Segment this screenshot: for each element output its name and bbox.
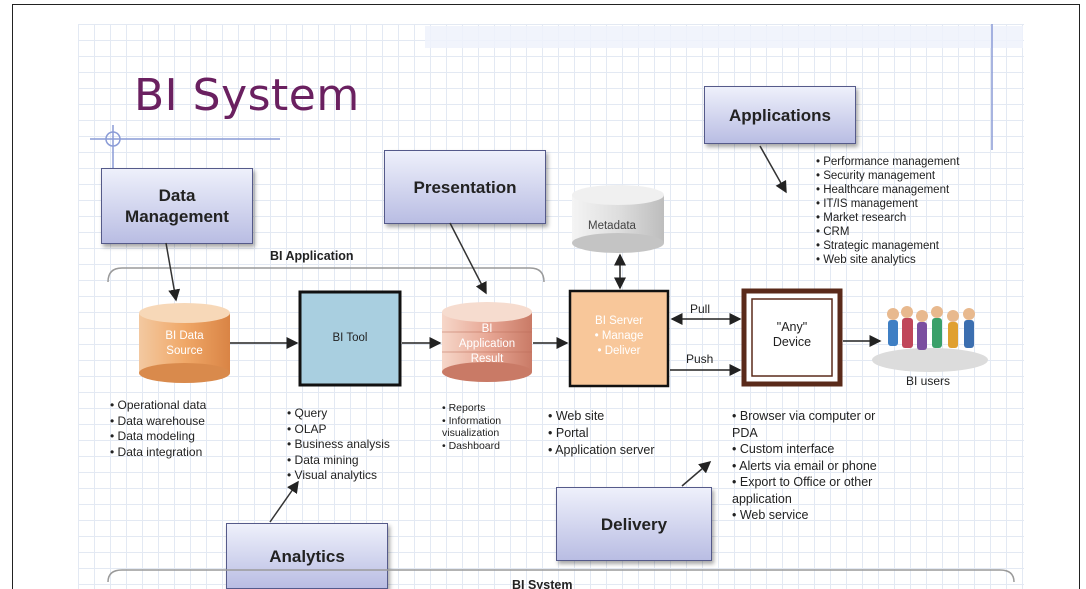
callout-data-management-label: Data Management: [125, 186, 229, 226]
bi-tool-list-item: Business analysis: [287, 437, 390, 453]
bi-tool-box: [298, 290, 402, 387]
pointer-data-management: [165, 242, 181, 302]
pointer-delivery: [681, 461, 712, 487]
applications-list-item: CRM: [816, 225, 959, 239]
data-source-line1: BI Data: [165, 330, 204, 342]
server-line1: BI Server: [595, 315, 643, 327]
result-line3: Result: [470, 353, 504, 365]
applications-list-item: IT/IS management: [816, 197, 959, 211]
callout-presentation-label: Presentation: [413, 177, 517, 197]
bi-tool-list-item: OLAP: [287, 422, 390, 438]
result-list-item: Reports: [442, 402, 516, 415]
callout-applications-label: Applications: [728, 105, 831, 125]
applications-list: Performance managementSecurity managemen…: [816, 155, 959, 267]
device-list: Browser via computer or PDACustom interf…: [732, 408, 882, 524]
bi-application-bracket: [107, 267, 545, 283]
bi-tool-list-item: Data mining: [287, 453, 390, 469]
callout-analytics: Analytics: [226, 523, 388, 589]
data-source-list-item: Data warehouse: [110, 414, 206, 430]
server-list-item: Portal: [548, 425, 655, 442]
page-title: BI System: [134, 70, 360, 121]
applications-list-item: Market research: [816, 211, 959, 225]
bi-system-label: BI System: [512, 578, 573, 589]
data-source-list-item: Operational data: [110, 398, 207, 414]
bi-tool-list: QueryOLAPBusiness analysisData miningVis…: [287, 406, 390, 484]
metadata-label: Metadata: [588, 220, 636, 232]
device-list-item: Browser via computer or PDA: [732, 408, 882, 441]
device-list-item: Custom interface: [732, 441, 882, 458]
pointer-analytics: [269, 480, 299, 523]
bi-tool-list-item: Query: [287, 406, 390, 422]
result-label: BI Application Result: [440, 322, 534, 367]
device-box: [741, 288, 843, 387]
server-list-item: Application server: [548, 442, 654, 459]
bi-tool-list-item: Visual analytics: [287, 468, 390, 484]
result-list-item: Dashboard: [442, 440, 516, 453]
header-band: [425, 26, 1023, 48]
push-label: Push: [686, 352, 714, 366]
users-label: BI users: [906, 374, 951, 388]
bi-server-box: [568, 289, 670, 388]
applications-list-item: Performance management: [816, 155, 959, 169]
callout-delivery: Delivery: [556, 487, 712, 561]
result-line2: Application: [458, 338, 516, 350]
applications-list-item: Strategic management: [816, 239, 959, 253]
image-frame: [12, 4, 1080, 589]
server-list: Web sitePortalApplication server: [548, 408, 655, 459]
server-line2: • Manage: [594, 330, 644, 342]
device-list-item: Web service: [732, 507, 882, 524]
data-source-list-item: Data modeling: [110, 429, 206, 445]
pointer-applications: [759, 145, 787, 194]
callout-data-management: Data Management: [101, 168, 253, 244]
device-line1: "Any": [776, 320, 808, 334]
bi-tool-label: BI Tool: [332, 332, 368, 344]
result-list: ReportsInformation visualizationDashboar…: [442, 402, 516, 452]
bi-system-bracket: [107, 569, 1015, 583]
applications-list-item: Web site analytics: [816, 253, 959, 267]
data-source-label: BI Data Source: [139, 329, 230, 359]
data-source-list-item: Data integration: [110, 445, 206, 461]
pull-label: Pull: [690, 302, 711, 316]
callout-presentation: Presentation: [384, 150, 546, 224]
users-illustration: [872, 306, 988, 372]
server-line3: • Deliver: [597, 345, 641, 357]
server-label: BI Server • Manage • Deliver: [570, 314, 668, 359]
device-label: "Any" Device: [744, 320, 840, 350]
callout-delivery-label: Delivery: [600, 514, 668, 534]
result-cylinder: [442, 302, 532, 382]
device-list-item: Alerts via email or phone: [732, 458, 882, 475]
device-list-item: Export to Office or other application: [732, 474, 882, 507]
applications-list-item: Healthcare management: [816, 183, 959, 197]
metadata-cylinder: [572, 185, 664, 253]
data-source-list: Operational dataData warehouseData model…: [110, 398, 207, 461]
server-list-item: Web site: [548, 408, 655, 425]
bi-application-label: BI Application: [270, 249, 354, 263]
callout-analytics-label: Analytics: [269, 546, 345, 566]
result-list-item: Information visualization: [442, 415, 516, 440]
device-line2: Device: [772, 335, 812, 349]
pointer-presentation: [449, 222, 487, 295]
data-source-line2: Source: [166, 345, 203, 357]
callout-applications: Applications: [704, 86, 856, 144]
bi-data-source-cylinder: [139, 303, 230, 383]
result-line1: BI: [481, 323, 493, 335]
applications-list-item: Security management: [816, 169, 959, 183]
slide: [78, 24, 1024, 589]
